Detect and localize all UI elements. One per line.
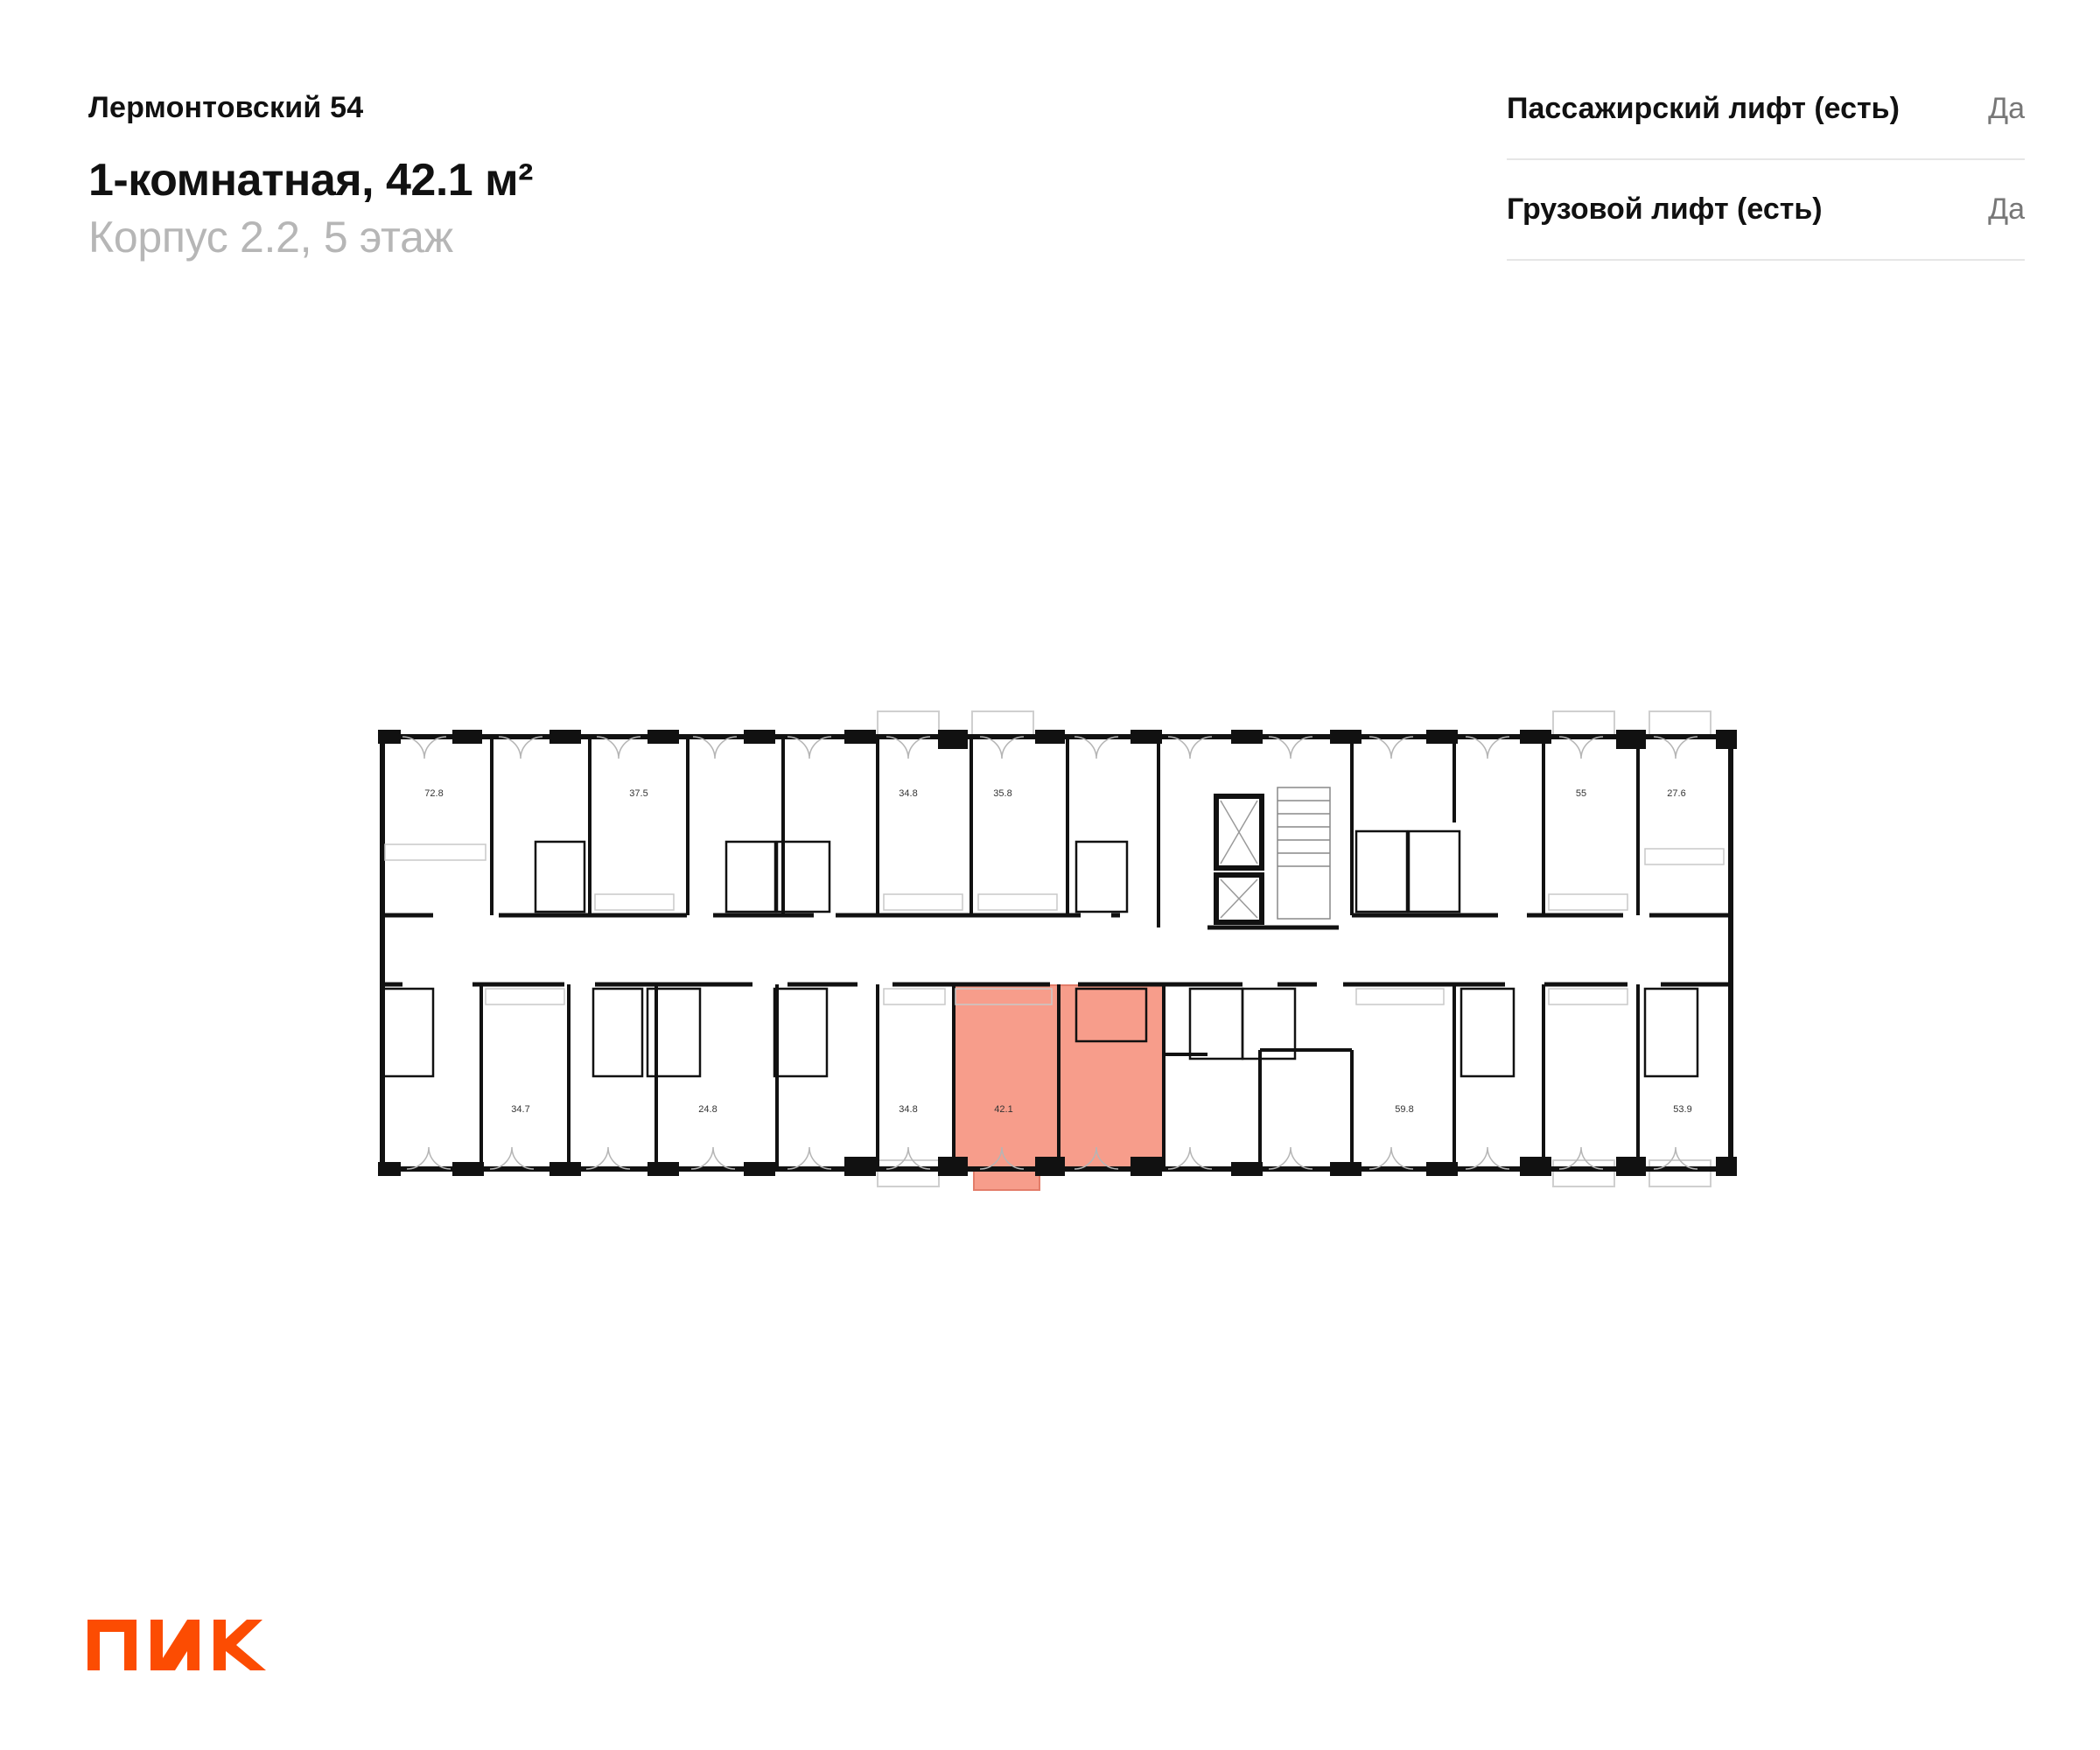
feature-passenger-lift: Пассажирский лифт (есть) Да bbox=[1507, 60, 2025, 160]
windows bbox=[402, 736, 1698, 760]
balcony bbox=[1552, 1159, 1615, 1187]
feature-freight-lift: Грузовой лифт (есть) Да bbox=[1507, 160, 2025, 261]
windows bbox=[406, 1146, 1698, 1170]
pik-logo-mark bbox=[88, 1620, 266, 1670]
feature-value: Да bbox=[1988, 192, 2025, 226]
balcony bbox=[877, 710, 940, 737]
apartment-title: 1-комнатная, 42.1 м² bbox=[88, 155, 533, 206]
passenger-lift-shaft bbox=[1214, 794, 1264, 871]
balcony bbox=[1648, 710, 1712, 737]
feature-label: Грузовой лифт (есть) bbox=[1507, 192, 1823, 226]
freight-lift-shaft bbox=[1214, 872, 1264, 925]
apartment-area-label: 59.8 bbox=[1395, 1104, 1413, 1115]
apartment-area-label: 72.8 bbox=[424, 788, 443, 799]
kitchen-counters bbox=[384, 844, 1725, 1005]
floor-plan-drawing: 72.8 37.5 34.8 35.8 55 27.6 34.7 24.8 34… bbox=[378, 710, 1737, 1191]
bathrooms bbox=[381, 830, 1699, 1078]
partition-walls bbox=[480, 737, 1640, 1169]
apartment-area-label: 55 bbox=[1576, 788, 1586, 799]
area-labels: 72.8 37.5 34.8 35.8 55 27.6 34.7 24.8 34… bbox=[424, 788, 1691, 1115]
feature-label: Пассажирский лифт (есть) bbox=[1507, 92, 1900, 125]
corridor-walls bbox=[382, 913, 1731, 987]
pik-logo[interactable] bbox=[88, 1614, 271, 1680]
balcony bbox=[1552, 710, 1615, 737]
apartment-area-label: 34.8 bbox=[899, 1104, 917, 1115]
apartment-area-label: 42.1 bbox=[994, 1104, 1012, 1115]
apartment-area-label: 24.8 bbox=[698, 1104, 717, 1115]
apartment-area-label: 34.7 bbox=[511, 1104, 529, 1115]
apartment-area-label: 34.8 bbox=[899, 788, 917, 799]
floor-plan: 72.8 37.5 34.8 35.8 55 27.6 34.7 24.8 34… bbox=[368, 700, 1750, 1212]
balcony bbox=[1648, 1159, 1712, 1187]
feature-value: Да bbox=[1988, 92, 2025, 125]
project-name: Лермонтовский 54 bbox=[88, 91, 364, 124]
balcony bbox=[877, 1159, 940, 1187]
stairs bbox=[1277, 787, 1331, 920]
apartment-area-label: 27.6 bbox=[1667, 788, 1685, 799]
features-list: Пассажирский лифт (есть) Да Грузовой лиф… bbox=[1507, 60, 2025, 261]
apartment-area-label: 35.8 bbox=[993, 788, 1012, 799]
building-floor: Корпус 2.2, 5 этаж bbox=[88, 213, 453, 262]
lift-core bbox=[1208, 787, 1339, 930]
apartment-area-label: 53.9 bbox=[1673, 1104, 1691, 1115]
apartment-area-label: 37.5 bbox=[629, 788, 648, 799]
balcony bbox=[971, 710, 1034, 737]
